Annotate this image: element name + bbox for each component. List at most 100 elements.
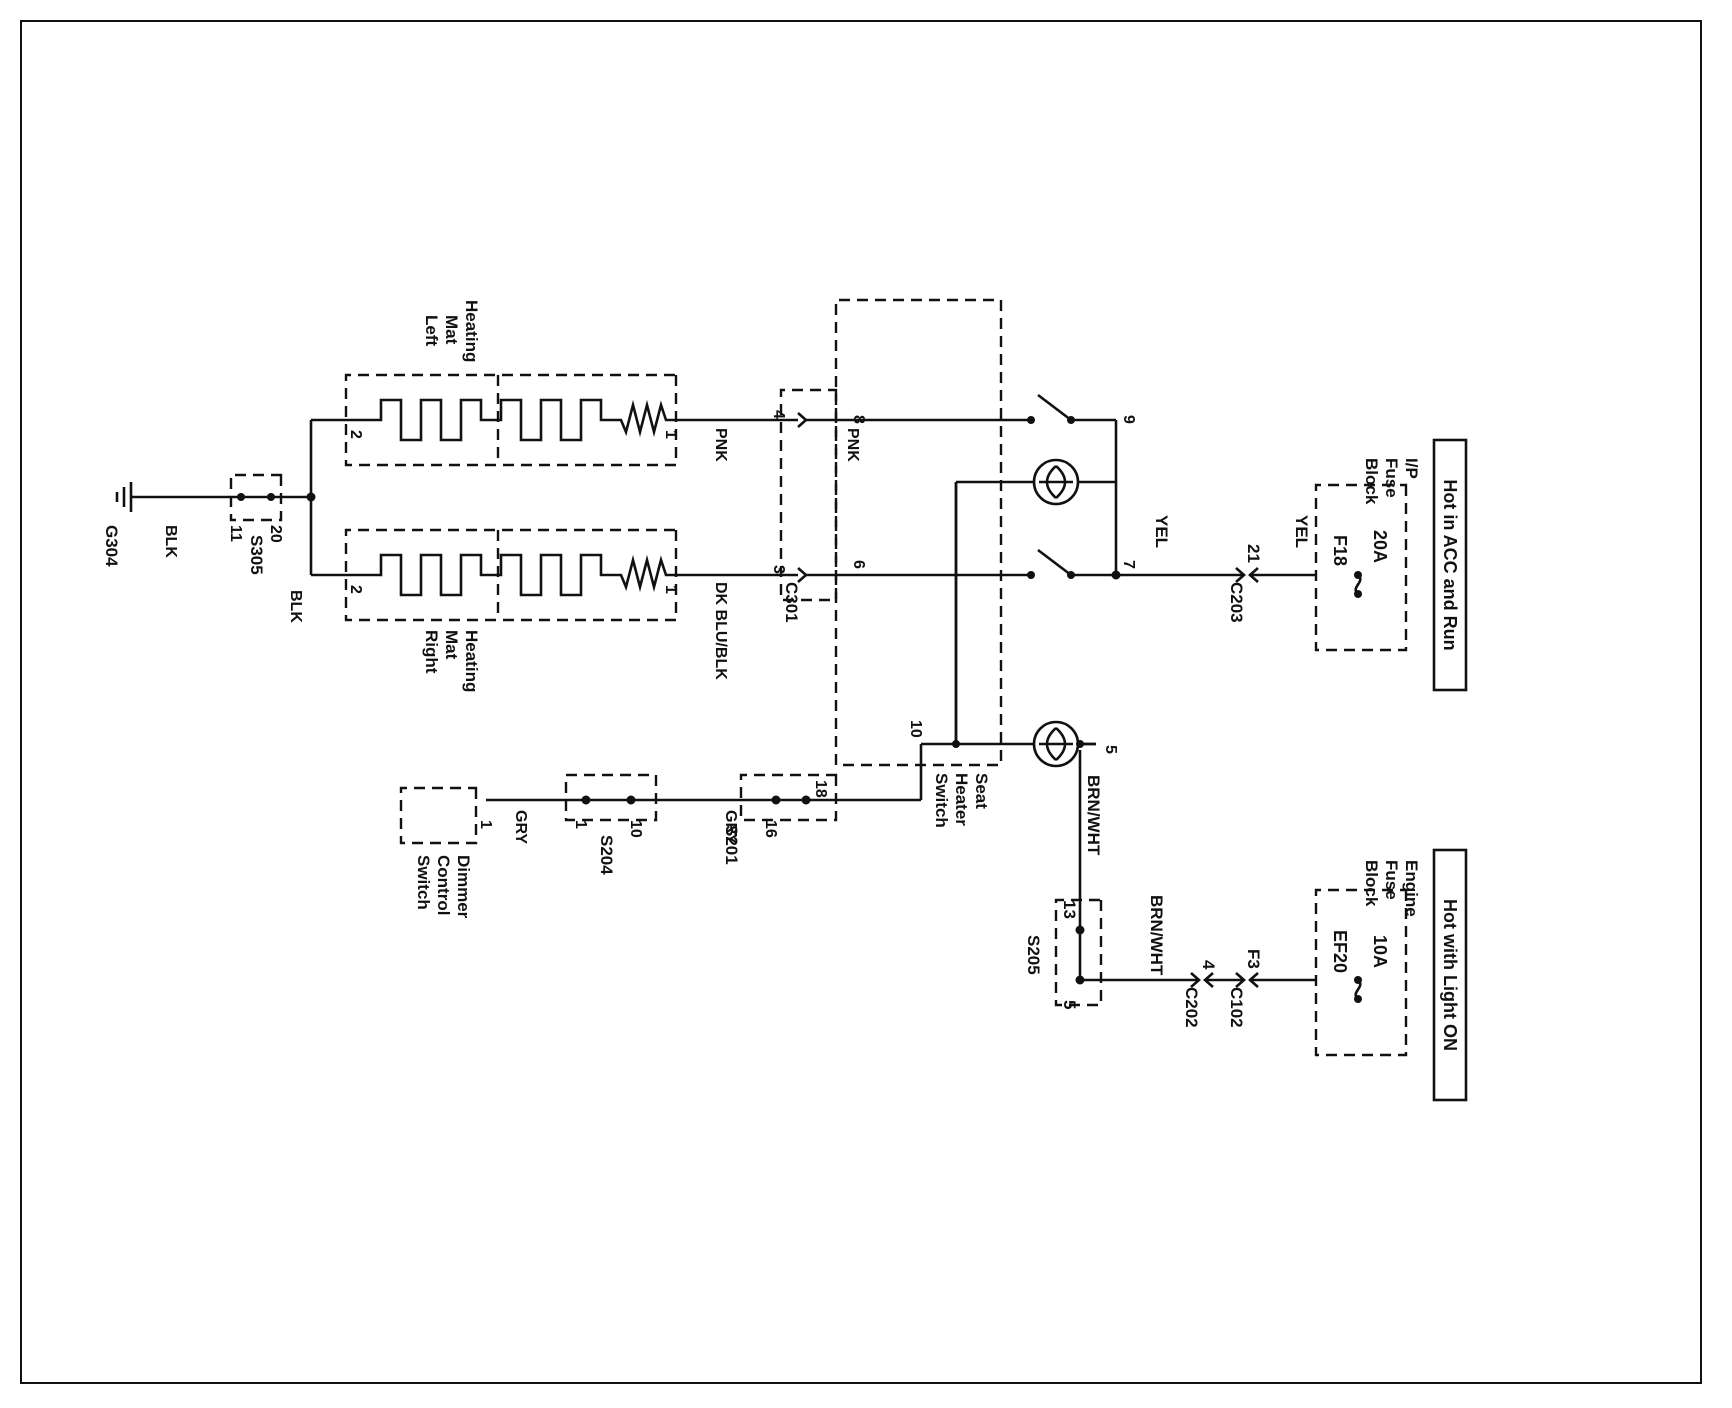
right-lamp-filament bbox=[1039, 727, 1073, 761]
f18-terminal-b bbox=[1354, 590, 1362, 598]
ip-fuse-block-line2: Fuse bbox=[1382, 458, 1401, 498]
s205-pin-b: 5 bbox=[1060, 1000, 1079, 1009]
s201-node-a bbox=[801, 795, 811, 805]
c301-pin-pnk: 4 bbox=[770, 410, 787, 419]
heating-mat-left-pin2: 2 bbox=[347, 430, 364, 439]
sw-left-blade bbox=[1037, 393, 1072, 422]
dimmer-pin: 1 bbox=[477, 820, 494, 829]
heating-mat-right-pin1: 1 bbox=[662, 585, 679, 594]
heating-mat-right-pin2: 2 bbox=[347, 585, 364, 594]
ef20-terminal-a bbox=[1354, 976, 1362, 984]
engine-fuse-block-line1: Engine bbox=[1402, 860, 1421, 917]
f18-name: F18 bbox=[1330, 535, 1350, 566]
dimmer-line3: Switch bbox=[414, 855, 433, 910]
heating-mat-left-outline bbox=[344, 373, 678, 467]
dimmer-control-switch-outline bbox=[399, 786, 478, 845]
brn-wht-label-right: BRN/WHT bbox=[1147, 895, 1166, 976]
ground-label: G304 bbox=[102, 525, 121, 567]
heating-mat-right-outline bbox=[344, 528, 678, 622]
pin-5: 5 bbox=[1102, 745, 1119, 754]
pnk-label-lower: PNK bbox=[712, 428, 729, 462]
s305-pin-a: 11 bbox=[227, 525, 244, 542]
pin5-node bbox=[1076, 740, 1084, 748]
yel-label-upper: YEL bbox=[1292, 515, 1311, 548]
gry-label-upper: GRY bbox=[722, 810, 739, 844]
brn-wht-label-left: BRN/WHT bbox=[1084, 775, 1103, 856]
dimmer-line2: Control bbox=[434, 855, 453, 915]
seat-heater-switch-outline bbox=[834, 298, 1003, 767]
c202-label: C202 bbox=[1182, 987, 1201, 1028]
ip-fuse-block-line3: Block bbox=[1362, 458, 1381, 505]
heating-mat-left-pin1: 1 bbox=[662, 430, 679, 439]
hot-light-on-label: Hot with Light ON bbox=[1440, 899, 1460, 1051]
pin-7: 7 bbox=[1120, 560, 1137, 569]
seat-heater-switch-line2: Heater bbox=[952, 773, 971, 826]
c203-label: C203 bbox=[1227, 582, 1246, 623]
blk-label-lower: BLK bbox=[162, 525, 179, 558]
pin-9: 9 bbox=[1120, 415, 1137, 424]
heating-mat-left-element bbox=[336, 398, 686, 442]
s305-node-a bbox=[267, 493, 275, 501]
pin-6: 6 bbox=[850, 560, 867, 569]
rotated-schematic: Hot in ACC and Run Hot with Light ON I/P… bbox=[102, 298, 1468, 1102]
heating-mat-left-line2: Mat bbox=[442, 315, 461, 345]
seat-heater-switch-line3: Switch bbox=[932, 773, 951, 828]
yel-label-lower: YEL bbox=[1152, 515, 1171, 548]
c102-female bbox=[1248, 972, 1259, 988]
ef20-rating: 10A bbox=[1370, 935, 1390, 968]
seat-heater-switch-line1: Seat bbox=[972, 773, 991, 809]
hot-acc-run-label: Hot in ACC and Run bbox=[1440, 479, 1460, 650]
c102-pin: F3 bbox=[1244, 949, 1263, 969]
c301-pin-dkblu: 3 bbox=[770, 565, 787, 574]
c203-female bbox=[1248, 567, 1259, 583]
blk-label-upper: BLK bbox=[287, 590, 304, 623]
engine-fuse-block-line2: Fuse bbox=[1382, 860, 1401, 900]
ip-fuse-block-line1: I/P bbox=[1402, 458, 1421, 479]
ef20-name: EF20 bbox=[1330, 930, 1350, 973]
c301-dkblu-female bbox=[797, 567, 808, 583]
heating-mat-right-line3: Right bbox=[422, 630, 441, 674]
engine-fuse-block-outline bbox=[1314, 888, 1408, 1057]
hot-light-on-box bbox=[1432, 848, 1468, 1102]
engine-fuse-block-line3: Block bbox=[1362, 860, 1381, 907]
ip-fuse-block-outline bbox=[1314, 483, 1408, 652]
pnk-label-upper: PNK bbox=[844, 428, 861, 462]
s205-pin-a: 13 bbox=[1060, 900, 1079, 919]
s201-outline bbox=[739, 773, 838, 822]
f18-rating: 20A bbox=[1370, 530, 1390, 563]
s204-pin-b: 10 bbox=[627, 820, 644, 838]
c301-pnk-female bbox=[797, 412, 808, 428]
s201-label: S201 bbox=[722, 825, 741, 865]
heating-mat-right-line2: Mat bbox=[442, 630, 461, 660]
s201-pin-b: 16 bbox=[762, 820, 779, 838]
ef20-terminal-b bbox=[1354, 995, 1362, 1003]
sw-right-blade bbox=[1037, 548, 1072, 577]
s205-node-a bbox=[1075, 975, 1085, 985]
s205-label: S205 bbox=[1024, 935, 1043, 975]
c203-pin: 21 bbox=[1244, 544, 1263, 563]
dkblu-label: DK BLU/BLK bbox=[712, 582, 729, 680]
pin-10: 10 bbox=[907, 720, 924, 738]
heating-mat-right-element bbox=[336, 553, 686, 597]
s204-label: S204 bbox=[597, 835, 616, 875]
c301-outline bbox=[779, 388, 838, 602]
s204-pin-a: 1 bbox=[572, 820, 589, 829]
heating-mat-left-line3: Left bbox=[422, 315, 441, 347]
c102-label: C102 bbox=[1227, 987, 1246, 1028]
gry-label-lower: GRY bbox=[512, 810, 529, 844]
s201-pin-a: 18 bbox=[812, 780, 829, 798]
s204-node-b bbox=[581, 795, 591, 805]
s305-pin-b: 20 bbox=[267, 525, 284, 543]
left-lamp-filament bbox=[1039, 465, 1073, 499]
f18-terminal-a bbox=[1354, 571, 1362, 579]
s305-label: S305 bbox=[247, 535, 266, 575]
c301-label: C301 bbox=[782, 582, 801, 623]
diagram-frame bbox=[20, 20, 1702, 1384]
heating-mat-left-line1: Heating bbox=[462, 300, 481, 362]
hot-acc-run-box bbox=[1432, 438, 1468, 692]
s204-node-a bbox=[626, 795, 636, 805]
s204-outline bbox=[564, 773, 658, 822]
heating-mat-right-line1: Heating bbox=[462, 630, 481, 692]
